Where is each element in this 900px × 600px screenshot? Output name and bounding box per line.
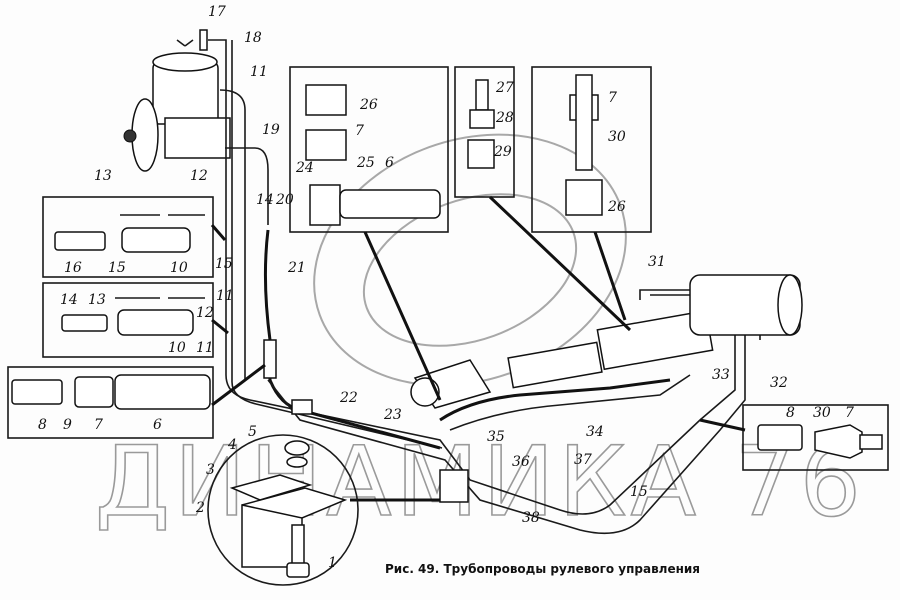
callout: 27 — [495, 80, 514, 96]
callout: 29 — [493, 144, 512, 160]
callout: 35 — [487, 429, 505, 445]
callout: 1 — [328, 555, 337, 571]
callout: 25 — [356, 155, 375, 171]
callout: 3 — [206, 462, 215, 478]
pump-reservoir — [123, 29, 231, 172]
callout: 32 — [770, 375, 788, 391]
bracket-detail — [207, 434, 359, 586]
callout: 7 — [845, 405, 854, 421]
callout: 31 — [648, 254, 666, 270]
callout: 37 — [574, 452, 592, 468]
callout: 33 — [712, 367, 730, 383]
callout: 18 — [244, 30, 262, 46]
callout: 6 — [385, 155, 394, 171]
callout: 30 — [608, 129, 626, 145]
callout: 4 — [227, 437, 237, 453]
callout: 6 — [153, 417, 162, 433]
callout: 11 — [250, 64, 268, 80]
callout: 15 — [108, 260, 126, 276]
callout: 23 — [383, 407, 402, 423]
callout: 8 — [786, 405, 795, 421]
callout: 28 — [495, 110, 514, 126]
figure-caption: Рис. 49. Трубопроводы рулевого управлени… — [385, 562, 700, 576]
pipelines — [208, 39, 790, 535]
callout: 16 — [64, 260, 82, 276]
callout: 20 — [275, 192, 294, 208]
callout: 22 — [339, 390, 358, 406]
callout: 36 — [512, 454, 530, 470]
power-cylinder — [410, 274, 803, 409]
callout: 5 — [248, 424, 257, 440]
callout: 26 — [359, 97, 378, 113]
callout: 14 — [60, 292, 78, 308]
callout: 21 — [287, 260, 306, 276]
callout: 8 — [38, 417, 47, 433]
callout: 26 — [607, 199, 626, 215]
callout: 17 — [208, 4, 226, 20]
callout: 13 — [94, 168, 112, 184]
callout: 38 — [522, 510, 540, 526]
callout: 15 — [630, 484, 648, 500]
callout: 7 — [355, 123, 364, 139]
callout: 19 — [262, 122, 280, 138]
callout: 12 — [196, 305, 214, 321]
callout: 9 — [63, 417, 72, 433]
callout: 11 — [216, 288, 234, 304]
callout: 24 — [295, 160, 314, 176]
callout: 13 — [88, 292, 106, 308]
callout: 12 — [190, 168, 208, 184]
watermark-text: ДИНАМИКА 76 — [95, 426, 865, 538]
callout: 30 — [813, 405, 831, 421]
callout: 2 — [195, 500, 205, 516]
callout-labels: 17 18 11 19 14 20 21 13 12 16 15 10 15 1… — [38, 4, 854, 571]
callout: 7 — [94, 417, 103, 433]
callout: 10 — [168, 340, 186, 356]
callout: 7 — [608, 90, 617, 106]
callout: 10 — [170, 260, 188, 276]
callout: 11 — [196, 340, 214, 356]
callout: 15 — [215, 256, 233, 272]
callout: 34 — [586, 424, 604, 440]
detail-boxes — [7, 66, 889, 502]
callout: 14 — [256, 192, 274, 208]
